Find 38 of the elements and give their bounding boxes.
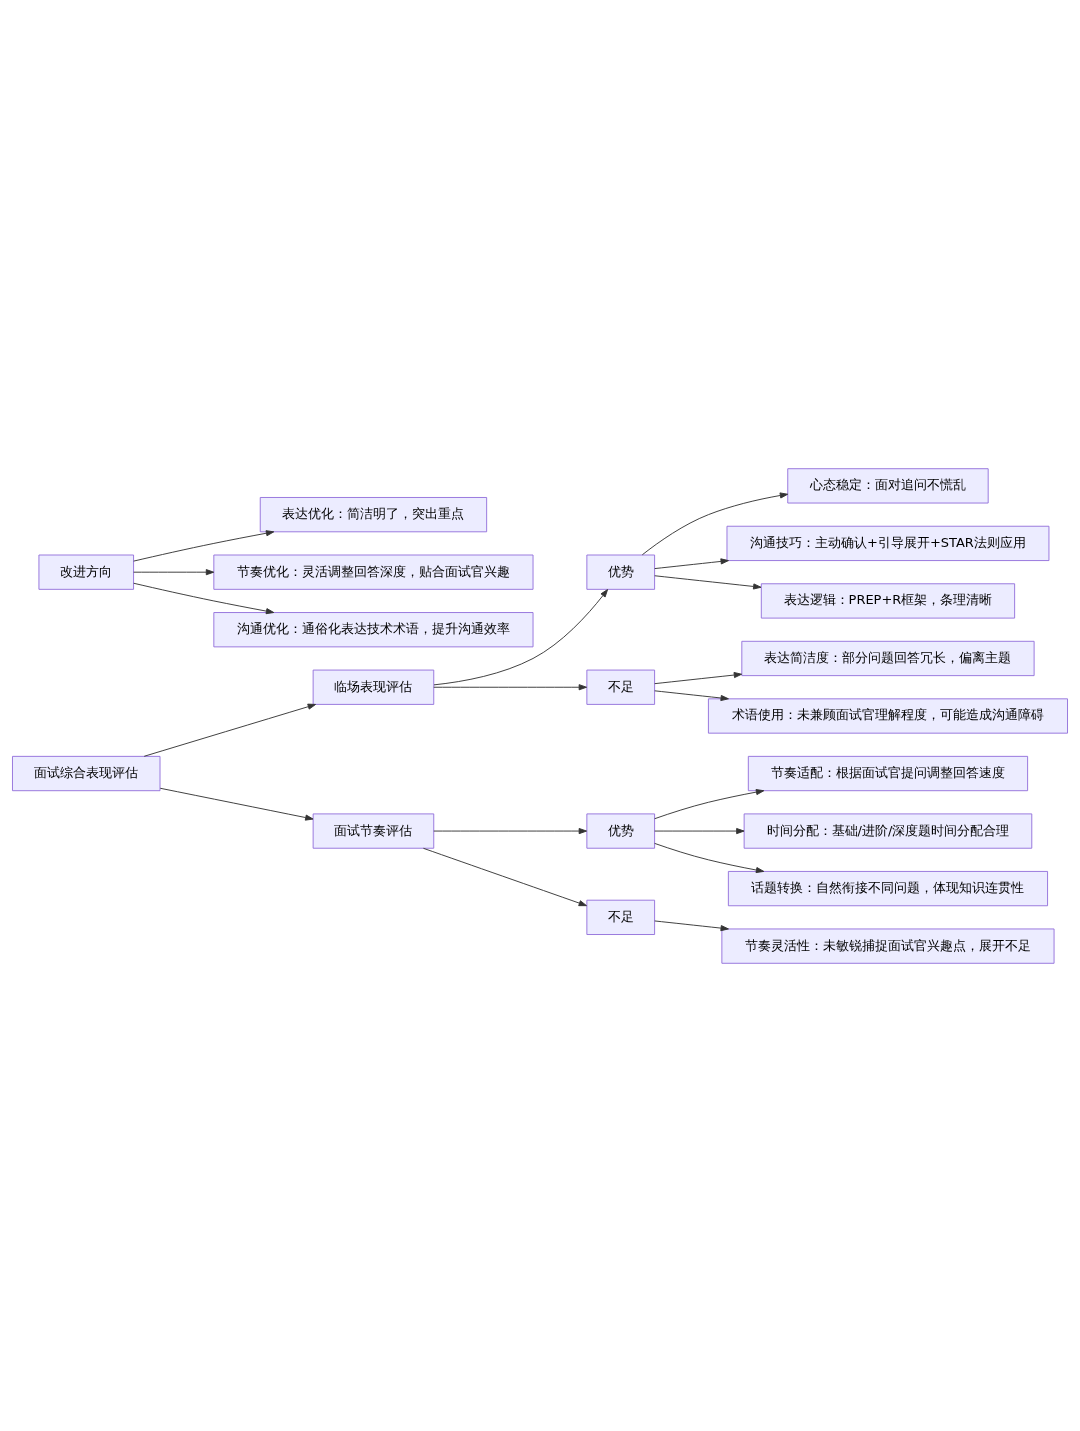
node-box: 面试综合表现评估 bbox=[12, 755, 161, 791]
arrow bbox=[143, 703, 317, 757]
arrow bbox=[654, 919, 729, 931]
node-box: 节奏优化：灵活调整回答深度，贴合面试官兴趣 bbox=[213, 554, 534, 590]
node-box: 心态稳定：面对追问不慌乱 bbox=[787, 467, 989, 503]
node-box: 时间分配：基础/进阶/深度题时间分配合理 bbox=[743, 812, 1033, 849]
node-box: 沟通优化：通俗化表达技术术语，提升沟通效率 bbox=[213, 611, 534, 647]
arrow bbox=[133, 568, 215, 575]
arrow bbox=[654, 842, 765, 873]
arrow bbox=[423, 847, 587, 906]
arrow bbox=[641, 491, 789, 555]
arrow bbox=[433, 827, 588, 834]
node-box: 表达逻辑：PREP+R框架，条理清晰 bbox=[760, 582, 1016, 619]
arrow bbox=[654, 689, 729, 701]
node-box: 面试节奏评估 bbox=[312, 812, 435, 849]
node-box: 节奏灵活性：未敏锐捕捉面试官兴趣点，展开不足 bbox=[721, 928, 1055, 964]
node-box: 临场表现评估 bbox=[312, 669, 435, 705]
arrow bbox=[133, 529, 275, 562]
arrow bbox=[159, 787, 314, 821]
node-box: 表达简洁度：部分问题回答冗长，偏离主题 bbox=[741, 640, 1035, 676]
arrow bbox=[654, 827, 745, 834]
node-box: 术语使用：未兼顾面试官理解程度，可能造成沟通障碍 bbox=[707, 697, 1068, 734]
node-box: 节奏适配：根据面试官提问调整回答速度 bbox=[747, 755, 1029, 791]
arrow bbox=[433, 683, 588, 690]
arrow bbox=[433, 588, 609, 685]
node-box: 表达优化：简洁明了，突出重点 bbox=[259, 496, 488, 532]
arrow bbox=[654, 671, 743, 684]
node-box: 优势 bbox=[586, 812, 656, 849]
node-box: 不足 bbox=[586, 669, 656, 705]
node-box: 不足 bbox=[586, 899, 656, 935]
node-box: 优势 bbox=[586, 554, 656, 590]
node-box: 改进方向 bbox=[38, 554, 135, 590]
arrow bbox=[133, 582, 275, 614]
arrow bbox=[654, 788, 765, 819]
arrow bbox=[654, 557, 729, 569]
node-box: 沟通技巧：主动确认+引导展开+STAR法则应用 bbox=[726, 525, 1050, 561]
node-box: 话题转换：自然衔接不同问题，体现知识连贯性 bbox=[727, 870, 1049, 906]
arrow bbox=[654, 574, 762, 590]
